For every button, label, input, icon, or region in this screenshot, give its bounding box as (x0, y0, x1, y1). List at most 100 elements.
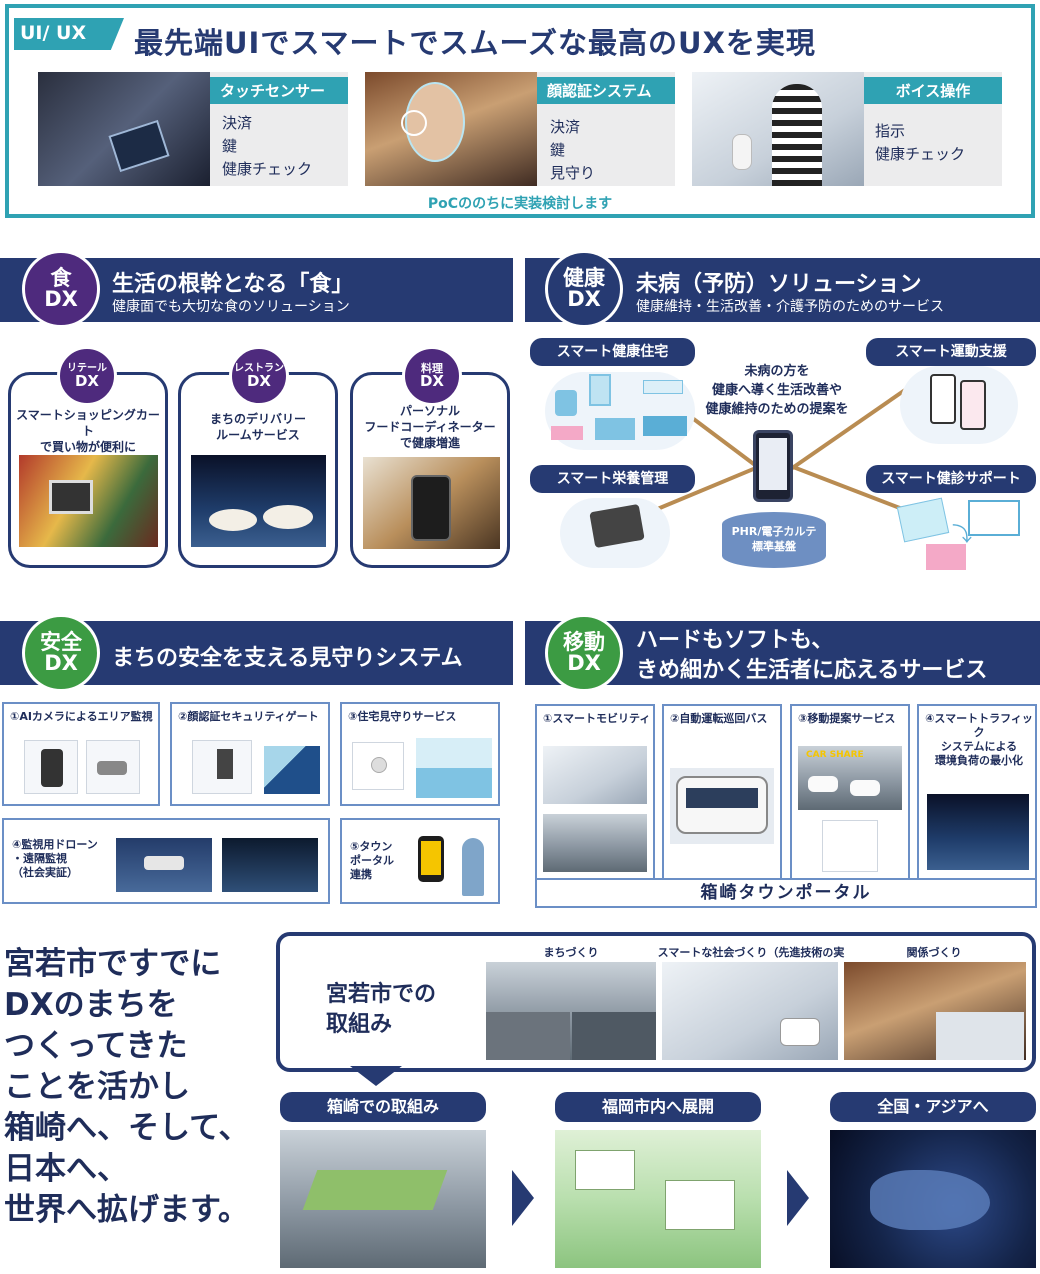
documents-icon (896, 497, 950, 543)
security-camera-icon (86, 740, 140, 794)
list-item: 鍵 (550, 141, 566, 159)
uiux-tag-text: UI/ UX (20, 22, 87, 44)
card-line: まちのデリバリー (209, 412, 306, 426)
label-smart-nutrition: スマート栄養管理 (530, 465, 695, 493)
food-badge: 食 DX (22, 250, 100, 328)
phr-line: 標準基盤 (752, 540, 796, 553)
badge-line: レストラン (234, 362, 284, 374)
gate-illustration-icon (264, 746, 320, 794)
card-text: パーソナル フードコーディネーター で健康増進 (353, 403, 507, 451)
smartphone-icon (753, 430, 793, 502)
arrow-right-icon (787, 1170, 809, 1226)
title-line: ハードもソフトも、 (636, 628, 834, 653)
miyawaka-pointer (350, 1066, 402, 1086)
toilet-icon (555, 390, 577, 416)
text-line: システムによる (940, 740, 1018, 753)
safety-item-drone: ④監視用ドローン ・遠隔監視 （社会実証） (2, 818, 330, 904)
box-title: ③住宅見守りサービス (348, 710, 457, 723)
safety-item-ai-camera: ①AIカメラによるエリア監視 (2, 702, 160, 806)
health-center-text: 未病の方を 健康へ導く生活改善や 健康維持のための提案を (692, 362, 862, 419)
message-line: 箱崎へ、そして、 (4, 1110, 250, 1146)
scan-circle-icon (401, 110, 427, 136)
center-line: 健康維持のための提案を (705, 402, 849, 417)
center-line: 未病の方を (744, 364, 810, 379)
device-icon (780, 1018, 820, 1046)
text-line: 連携 (350, 868, 372, 881)
health-title: 未病（予防）ソリューション (636, 272, 922, 297)
car-icon (808, 776, 838, 792)
photo-label-relationships: 関係づくり (906, 946, 962, 959)
arrow-right-icon (512, 1170, 534, 1226)
mobility-title: ハードもソフトも、 きめ細かく生活者に応えるサービス (636, 626, 987, 686)
badge-line: 料理 (421, 362, 443, 375)
connector-line (774, 458, 906, 512)
traffic-photo (927, 794, 1029, 870)
step-hakozaki: 箱崎での取組み (280, 1092, 486, 1122)
phr-line: PHR/電子カルテ (731, 525, 817, 538)
map-block (575, 1150, 635, 1190)
badge-line: DX (44, 651, 78, 675)
health-badge: 健康 DX (545, 250, 623, 328)
list-item: 指示 (875, 122, 906, 140)
bus-window (686, 788, 758, 808)
list-item: 健康チェック (222, 160, 313, 178)
safety-badge: 安全 DX (22, 614, 100, 692)
screen (759, 438, 787, 490)
plate-icon (209, 509, 257, 531)
list-item: 健康チェック (875, 145, 966, 163)
scale-icon (551, 426, 583, 440)
phr-base: PHR/電子カルテ 標準基盤 (722, 512, 826, 568)
app-screen-icon (822, 820, 878, 872)
badge-line: 健康 (563, 266, 605, 290)
mobility-item-smart-traffic: ④スマートトラフィック システムによる 環境負荷の最小化 (917, 704, 1037, 880)
bed-icon (643, 416, 687, 436)
panel-label-face: 顔認証システム (537, 77, 675, 104)
car-icon (850, 780, 880, 796)
fukuoka-map-illustration (555, 1130, 761, 1268)
terminal-icon (217, 749, 233, 779)
checkup-illustration: ⤵ (896, 496, 1028, 574)
safety-item-home-watch: ③住宅見守りサービス (340, 702, 500, 806)
message-line: つくってきた (4, 1028, 188, 1064)
face-gate-icon (192, 740, 252, 794)
portal-text: ⑤タウン ポータル 連携 (350, 840, 394, 882)
label-smart-exercise: スマート運動支援 (866, 338, 1036, 366)
smart-society-photo (662, 962, 838, 1060)
mobility-item-auto-bus: ②自動運転巡回バス (662, 704, 782, 880)
person-icon (462, 838, 484, 896)
photo-label-machizukuri: まちづくり (543, 946, 599, 959)
box-title: ②自動運転巡回バス (670, 712, 768, 725)
scooter-photo (543, 814, 647, 872)
badge-line: 移動 (563, 630, 605, 654)
voice-photo (692, 72, 864, 186)
title-line: 宮若市での (326, 982, 437, 1007)
car-share-photo: CAR SHARE (798, 746, 902, 810)
message-line: ことを活かし (4, 1069, 190, 1105)
building-icon (572, 1012, 656, 1060)
food-subtitle: 健康面でも大切な食のソリューション (112, 299, 350, 315)
card-line: スマートショッピングカート (16, 408, 160, 438)
machizukuri-photo (486, 962, 656, 1060)
town-portal-bar: 箱崎タウンポータル (535, 878, 1037, 908)
house-devices-illustration (545, 372, 695, 450)
mobility-badge: 移動 DX (545, 614, 623, 692)
map-block (665, 1180, 735, 1230)
plate-icon (263, 505, 313, 529)
text-line: ④監視用ドローン (12, 838, 98, 851)
restaurant-badge: レストラン DX (229, 346, 289, 406)
message-line: 宮若市ですでに (4, 946, 222, 982)
badge-line: 食 (50, 266, 72, 290)
phone-camera-icon (589, 503, 645, 549)
phone-alert-icon (418, 836, 444, 882)
mirror-icon (589, 374, 611, 406)
card-line: パーソナル (399, 404, 460, 418)
car-share-sign: CAR SHARE (806, 750, 864, 760)
badge-line: リテール (67, 362, 107, 374)
green-area (302, 1170, 448, 1210)
mobility-item-movement-proposal: ③移動提案サービス CAR SHARE (790, 704, 910, 880)
panel-label-touch: タッチセンサー (210, 77, 348, 104)
card-line: で買い物が便利に (39, 440, 136, 454)
alert-screen (421, 841, 441, 875)
card-text: スマートショッピングカート で買い物が便利に (11, 407, 165, 455)
drone-text: ④監視用ドローン ・遠隔監視 （社会実証） (12, 838, 98, 880)
